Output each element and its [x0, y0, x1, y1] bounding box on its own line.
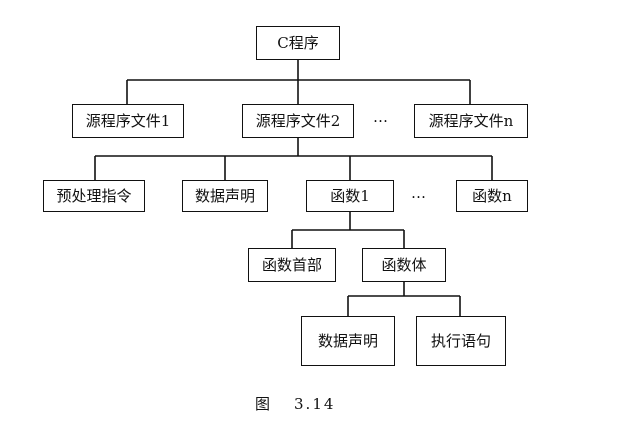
node-source-file-2: 源程序文件2: [242, 104, 354, 138]
node-data-declaration-label: 数据声明: [194, 186, 255, 205]
node-function-header-label: 函数首部: [261, 255, 322, 274]
root-node-c-program: C程序: [256, 26, 340, 60]
node-body-data-declaration: 数据声明: [301, 316, 395, 366]
node-source-file-1: 源程序文件1: [72, 104, 184, 138]
level2-ellipsis: …: [411, 184, 427, 202]
node-source-file-n-label: 源程序文件n: [428, 111, 514, 130]
node-data-declaration: 数据声明: [182, 180, 268, 212]
node-function-body-label: 函数体: [381, 255, 427, 274]
node-function-body: 函数体: [362, 248, 446, 282]
node-function-n-label: 函数n: [472, 186, 512, 205]
node-function-n: 函数n: [456, 180, 528, 212]
node-preprocessor-directives-label: 预处理指令: [56, 186, 132, 205]
node-source-file-1-label: 源程序文件1: [85, 111, 171, 130]
figure-caption: 图 3.14: [255, 393, 335, 414]
node-function-1: 函数1: [306, 180, 394, 212]
node-function-header: 函数首部: [248, 248, 336, 282]
node-source-file-2-label: 源程序文件2: [255, 111, 341, 130]
figure-caption-prefix: 图: [255, 395, 273, 413]
root-node-label: C程序: [277, 33, 319, 52]
level1-ellipsis: …: [373, 108, 389, 126]
node-function-1-label: 函数1: [330, 186, 370, 205]
node-preprocessor-directives: 预处理指令: [43, 180, 145, 212]
figure-caption-number: 3.14: [294, 395, 336, 413]
node-executable-statements: 执行语句: [416, 316, 506, 366]
node-executable-statements-label: 执行语句: [430, 331, 491, 350]
node-source-file-n: 源程序文件n: [414, 104, 528, 138]
node-body-data-declaration-label: 数据声明: [317, 331, 378, 350]
